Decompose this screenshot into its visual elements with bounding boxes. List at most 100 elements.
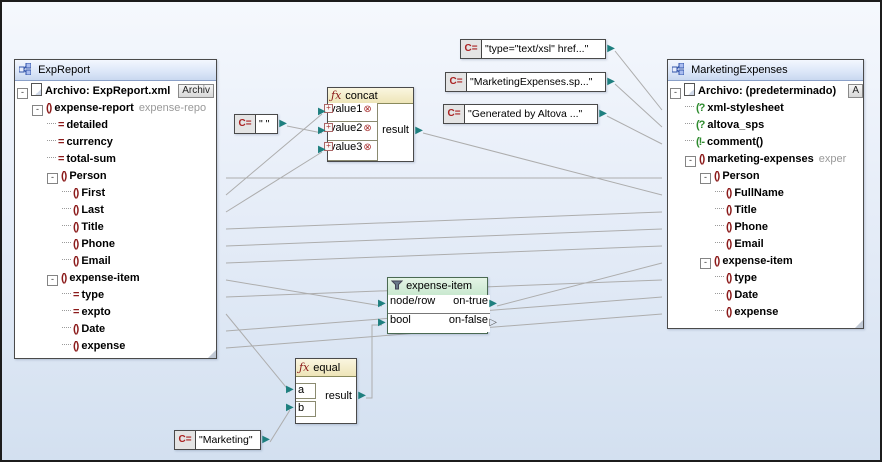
tree-node-expense-item[interactable]: -()expense-item▶▷ bbox=[668, 253, 863, 270]
tree-node-expto[interactable]: =expto▷▶ bbox=[15, 304, 216, 321]
connection-line[interactable] bbox=[614, 83, 663, 128]
tree-node-title[interactable]: ()Title▶▷ bbox=[668, 202, 863, 219]
delete-input-icon[interactable]: ⊗ bbox=[363, 123, 372, 134]
tree-guide bbox=[715, 310, 724, 312]
connection-line[interactable] bbox=[225, 151, 323, 213]
add-input-icon[interactable]: + bbox=[324, 142, 333, 151]
connection-line[interactable] bbox=[496, 262, 663, 307]
tree-node-last[interactable]: ()Last▷▶ bbox=[15, 202, 216, 219]
attribute-icon: = bbox=[58, 136, 65, 148]
tree-node-date[interactable]: ()Date▶▷ bbox=[668, 287, 863, 304]
connection-line[interactable] bbox=[269, 409, 291, 443]
connection-line[interactable] bbox=[366, 324, 382, 399]
tree-node-type[interactable]: =type▷▶ bbox=[15, 287, 216, 304]
output-connector[interactable]: ▶ bbox=[489, 298, 497, 309]
funnel-icon bbox=[390, 280, 404, 290]
tree-node-email[interactable]: ()Email▷▶ bbox=[15, 253, 216, 270]
resize-grip[interactable] bbox=[208, 350, 216, 358]
tree-node-person[interactable]: -()Person▶▷ bbox=[668, 168, 863, 185]
connection-line[interactable] bbox=[225, 279, 383, 307]
collapse-icon[interactable]: - bbox=[47, 173, 58, 184]
delete-input-icon[interactable]: ⊗ bbox=[363, 142, 372, 153]
constant-marketing[interactable]: C="Marketing" ▶ bbox=[174, 430, 270, 450]
output-connector[interactable]: ▶ bbox=[358, 390, 366, 401]
output-connector[interactable]: ▶ bbox=[262, 434, 270, 445]
tree-node-person[interactable]: -()Person▷▶ bbox=[15, 168, 216, 185]
input-connector[interactable]: ▶ bbox=[318, 125, 326, 136]
output-connector[interactable]: ▶ bbox=[607, 76, 615, 87]
constant-space[interactable]: C=" " ▶ bbox=[234, 114, 287, 134]
input-connector[interactable]: ▶ bbox=[318, 106, 326, 117]
input-connector[interactable]: ▶ bbox=[378, 317, 386, 328]
input-connector[interactable]: ▶ bbox=[378, 298, 386, 309]
tree-node-expense[interactable]: ()expense▶▷ bbox=[668, 304, 863, 321]
output-connector[interactable]: ▶ bbox=[415, 125, 423, 136]
tree-node-comment[interactable]: (!-comment()▶ bbox=[668, 134, 863, 151]
output-connector[interactable]: ▶ bbox=[279, 118, 287, 129]
tree-node-altova_sps[interactable]: (?altova_sps▶ bbox=[668, 117, 863, 134]
tree-node-total-sum[interactable]: =total-sum▷▷ bbox=[15, 151, 216, 168]
tree-node-detailed[interactable]: =detailed▷▷ bbox=[15, 117, 216, 134]
file-button[interactable]: A bbox=[848, 84, 863, 98]
node-label: detailed bbox=[66, 119, 109, 131]
output-connector[interactable]: ▶ bbox=[599, 108, 607, 119]
connection-line[interactable] bbox=[225, 228, 663, 247]
tree-node-title[interactable]: ()Title▷▶ bbox=[15, 219, 216, 236]
tree-node-xml-stylesheet[interactable]: (?xml-stylesheet▶ bbox=[668, 100, 863, 117]
connection-line[interactable] bbox=[614, 50, 663, 111]
tree-node-phone[interactable]: ()Phone▷▶ bbox=[15, 236, 216, 253]
tree-node-expense-item[interactable]: -()expense-item▷▶ bbox=[15, 270, 216, 287]
file-button[interactable]: Archiv bbox=[178, 84, 214, 98]
connection-line[interactable] bbox=[225, 113, 323, 196]
constant-sps[interactable]: C="MarketingExpenses.sp..." ▶ bbox=[445, 72, 615, 92]
output-connector[interactable]: ▶ bbox=[607, 43, 615, 54]
connection-line[interactable] bbox=[606, 115, 663, 145]
constant-stylesheet[interactable]: C="type="text/xsl" href..." ▶ bbox=[460, 39, 615, 59]
tree-node-fullname[interactable]: ()FullName▶▷ bbox=[668, 185, 863, 202]
tree-node-type[interactable]: ()type▶▷ bbox=[668, 270, 863, 287]
tree-node-email[interactable]: ()Email▶▷ bbox=[668, 236, 863, 253]
component-header[interactable]: MarketingExpenses bbox=[668, 60, 863, 81]
element-icon: () bbox=[726, 272, 732, 284]
add-input-icon[interactable]: + bbox=[324, 123, 333, 132]
connection-line[interactable] bbox=[225, 245, 663, 264]
connection-line[interactable] bbox=[225, 211, 663, 230]
connection-line[interactable] bbox=[225, 313, 291, 393]
collapse-icon[interactable]: - bbox=[700, 173, 711, 184]
node-label: Date bbox=[81, 323, 106, 335]
tree-node-phone[interactable]: ()Phone▶▷ bbox=[668, 219, 863, 236]
filter-expense-item[interactable]: expense-item node/row bool on-true on-fa… bbox=[378, 277, 497, 334]
constant-generated[interactable]: C="Generated by Altova ..." ▶ bbox=[443, 104, 607, 124]
element-icon: () bbox=[61, 272, 67, 284]
collapse-icon[interactable]: - bbox=[670, 88, 681, 99]
input-connector[interactable]: ▶ bbox=[286, 402, 294, 413]
attribute-icon: = bbox=[73, 306, 80, 318]
collapse-icon[interactable]: - bbox=[17, 88, 28, 99]
add-input-icon[interactable]: + bbox=[324, 104, 333, 113]
collapse-icon[interactable]: - bbox=[700, 258, 711, 269]
tree-node-first[interactable]: ()First▷▶ bbox=[15, 185, 216, 202]
tree-node-expense[interactable]: ()expense▷▶ bbox=[15, 338, 216, 355]
connection-line[interactable] bbox=[422, 132, 663, 196]
connection-line[interactable] bbox=[286, 125, 323, 134]
tree-node-currency[interactable]: =currency▷▷ bbox=[15, 134, 216, 151]
component-header[interactable]: ExpReport bbox=[15, 60, 216, 81]
delete-input-icon[interactable]: ⊗ bbox=[363, 104, 372, 115]
input-connector[interactable]: ▶ bbox=[286, 384, 294, 395]
constant-icon: C= bbox=[446, 73, 467, 91]
collapse-icon[interactable]: - bbox=[685, 156, 696, 167]
tree-node-archivo[interactable]: -Archivo: (predeterminado)A▷ bbox=[668, 83, 863, 100]
output-connector[interactable]: ▷ bbox=[489, 317, 497, 328]
resize-grip[interactable] bbox=[855, 320, 863, 328]
collapse-icon[interactable]: - bbox=[47, 275, 58, 286]
source-component-expreport[interactable]: ExpReport -Archivo: ExpReport.xmlArchiv▷… bbox=[14, 59, 217, 359]
input-connector[interactable]: ▶ bbox=[318, 144, 326, 155]
collapse-icon[interactable]: - bbox=[32, 105, 43, 116]
tree-node-date[interactable]: ()Date▷▶ bbox=[15, 321, 216, 338]
target-component-marketingexpenses[interactable]: MarketingExpenses -Archivo: (predetermin… bbox=[667, 59, 864, 329]
